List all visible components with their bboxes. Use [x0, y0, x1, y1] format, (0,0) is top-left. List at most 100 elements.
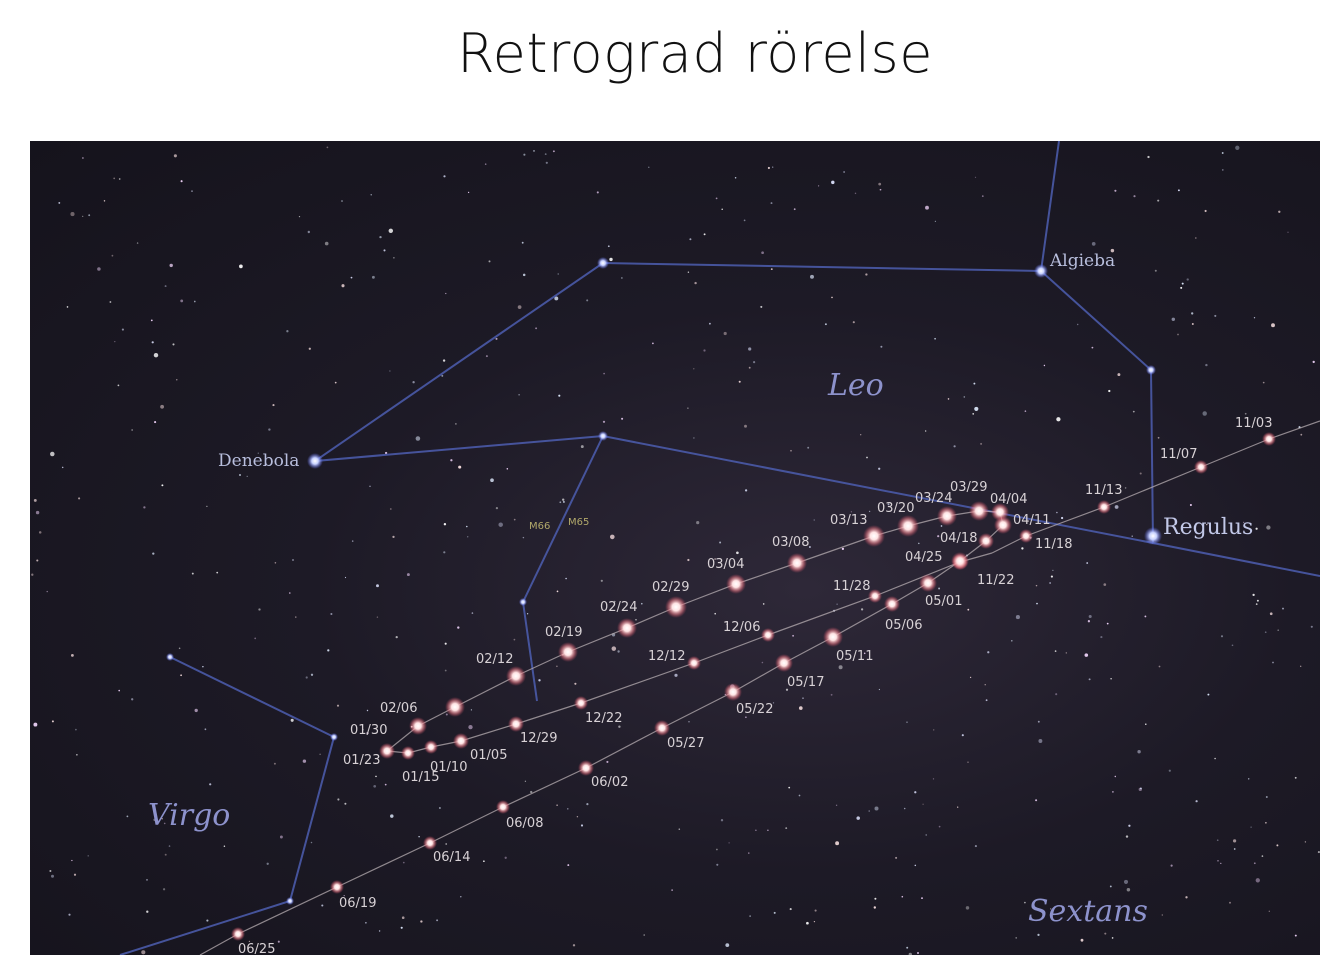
background-star	[438, 807, 441, 809]
background-star	[1247, 778, 1250, 780]
background-star	[1220, 862, 1222, 865]
background-star	[773, 911, 776, 914]
background-star	[744, 489, 748, 492]
background-star	[246, 475, 248, 478]
algieba-label: Algieba	[1049, 251, 1115, 271]
background-star	[694, 281, 697, 285]
background-star	[1294, 776, 1297, 779]
background-star	[371, 275, 375, 279]
background-star	[1076, 323, 1079, 326]
leo-star	[519, 598, 527, 606]
background-star	[1161, 914, 1163, 916]
date-label: 01/05	[470, 748, 507, 763]
background-star	[390, 814, 394, 818]
background-star	[906, 946, 909, 949]
date-label: 01/15	[402, 770, 439, 785]
background-star	[1310, 625, 1313, 628]
background-star	[557, 273, 559, 275]
background-star	[1100, 636, 1103, 639]
background-star	[50, 451, 55, 457]
background-star	[521, 241, 524, 244]
background-star	[1087, 620, 1091, 623]
background-star	[58, 201, 61, 204]
background-star	[1265, 796, 1268, 798]
background-star	[709, 322, 711, 325]
date-label: 01/10	[430, 760, 467, 775]
background-star	[914, 864, 917, 867]
background-star	[206, 919, 209, 922]
background-star	[466, 525, 468, 528]
background-star	[78, 497, 81, 500]
background-star	[818, 185, 820, 187]
background-star	[880, 345, 883, 348]
date-label: 03/20	[877, 501, 914, 516]
background-star	[860, 434, 862, 436]
named-stars	[166, 257, 1162, 905]
background-star	[1253, 317, 1256, 319]
leo-star	[597, 257, 609, 269]
date-label: 06/25	[238, 942, 275, 955]
background-star	[762, 603, 765, 605]
background-star	[1154, 269, 1157, 272]
background-star	[495, 337, 498, 340]
background-star	[1158, 665, 1161, 668]
background-star	[223, 845, 226, 848]
background-star	[1114, 505, 1119, 509]
background-star	[324, 241, 329, 246]
background-star	[1088, 678, 1091, 681]
background-star	[965, 906, 970, 910]
leo-lines	[1039, 141, 1320, 577]
background-star	[506, 468, 509, 470]
background-star	[835, 804, 838, 806]
background-star	[580, 824, 584, 827]
background-star	[738, 380, 741, 383]
background-star	[1139, 472, 1142, 475]
background-star	[1038, 739, 1043, 743]
background-star	[934, 337, 936, 340]
background-star	[436, 919, 439, 922]
virgo-star	[286, 897, 294, 905]
mars-dot	[994, 516, 1012, 534]
background-star	[728, 842, 730, 844]
constellation-lines	[119, 141, 1320, 955]
background-star	[922, 803, 924, 805]
background-star	[687, 558, 690, 562]
background-star	[808, 546, 811, 548]
background-star	[1262, 381, 1265, 384]
background-star	[648, 166, 650, 168]
background-star	[389, 370, 391, 372]
background-star	[126, 815, 129, 818]
background-star	[1049, 582, 1051, 584]
background-star	[1194, 237, 1197, 239]
background-star	[714, 612, 716, 615]
background-star	[538, 679, 541, 682]
background-star	[395, 635, 398, 639]
date-label: 11/03	[1235, 416, 1272, 431]
background-star	[618, 725, 621, 728]
background-star	[82, 215, 84, 218]
background-star	[443, 551, 446, 554]
background-star	[172, 343, 175, 346]
mars-dot	[761, 628, 775, 642]
background-star	[963, 396, 966, 398]
background-star	[1157, 436, 1160, 439]
background-star	[860, 608, 864, 611]
background-star	[36, 559, 39, 562]
background-star	[289, 592, 291, 594]
mars-dot	[578, 760, 594, 776]
background-star	[572, 944, 576, 947]
background-star	[239, 474, 241, 476]
background-star	[71, 859, 73, 862]
background-star	[375, 775, 377, 778]
background-star	[1065, 652, 1067, 654]
background-star	[445, 713, 448, 716]
background-star	[366, 731, 369, 735]
background-star	[1181, 282, 1184, 285]
date-label: 03/04	[707, 557, 744, 572]
background-star	[868, 810, 870, 812]
background-star	[1255, 878, 1260, 883]
background-star	[173, 154, 177, 158]
date-label: 03/29	[950, 480, 987, 495]
background-star	[153, 818, 156, 822]
background-star	[341, 284, 345, 288]
